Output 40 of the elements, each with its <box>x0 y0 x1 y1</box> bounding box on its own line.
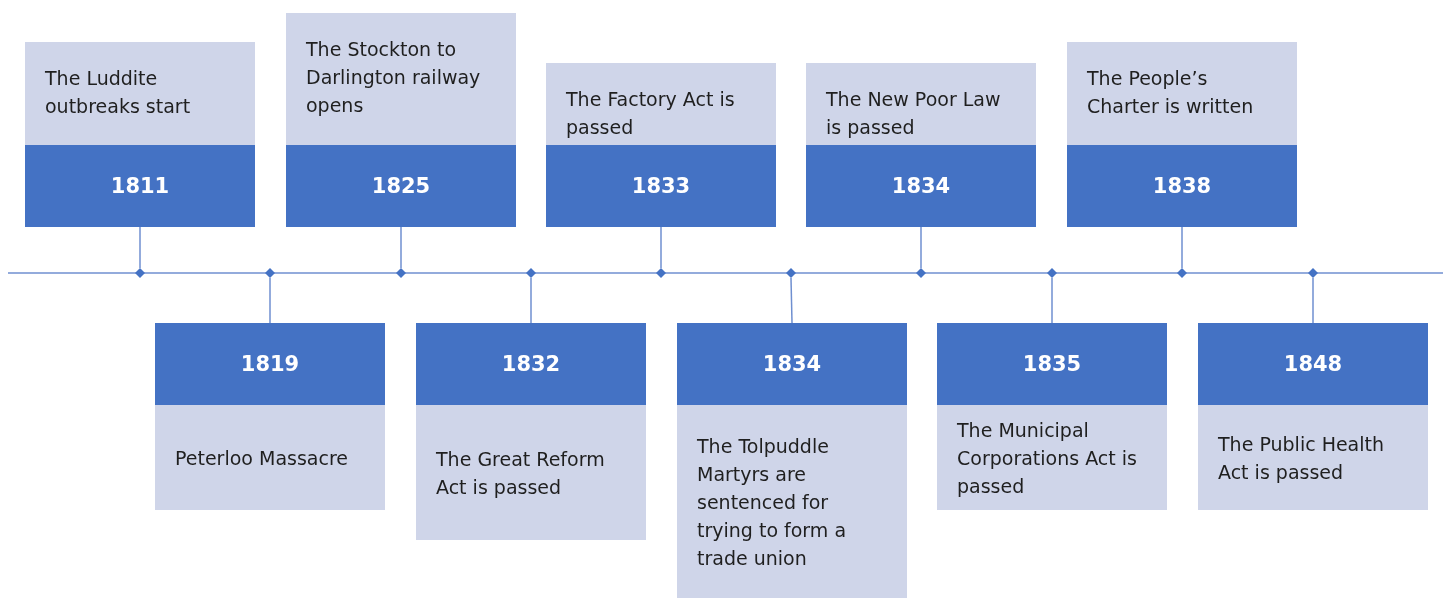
connector-line <box>139 226 141 269</box>
year-label: 1825 <box>286 145 516 227</box>
timeline-marker <box>135 268 145 278</box>
connector-line <box>920 226 922 269</box>
timeline-marker <box>1047 268 1057 278</box>
event-description: The New Poor Law is passed <box>806 63 1036 145</box>
timeline-marker <box>1308 268 1318 278</box>
connector-line <box>1051 277 1053 324</box>
year-label: 1819 <box>155 323 385 405</box>
timeline-marker <box>526 268 536 278</box>
timeline-marker <box>656 268 666 278</box>
year-label: 1838 <box>1067 145 1297 227</box>
event-description: Peterloo Massacre <box>155 405 385 510</box>
connector-line <box>400 226 402 269</box>
year-label: 1834 <box>677 323 907 405</box>
connector-line <box>1312 277 1314 324</box>
year-label: 1835 <box>937 323 1167 405</box>
event-description: The Municipal Corporations Act is passed <box>937 405 1167 510</box>
timeline-marker <box>1177 268 1187 278</box>
event-description: The Public Health Act is passed <box>1198 405 1428 510</box>
timeline-marker <box>265 268 275 278</box>
connector-line <box>1181 226 1183 269</box>
event-description: The Tolpuddle Martyrs are sentenced for trying to form a trade union <box>677 405 907 598</box>
connector-line <box>660 226 662 269</box>
timeline-marker <box>916 268 926 278</box>
connector-line <box>790 277 793 324</box>
year-label: 1848 <box>1198 323 1428 405</box>
event-description: The People’s Charter is written <box>1067 42 1297 145</box>
timeline-marker <box>396 268 406 278</box>
connector-line <box>530 277 532 324</box>
year-label: 1833 <box>546 145 776 227</box>
event-description: The Factory Act is passed <box>546 63 776 145</box>
event-description: The Luddite outbreaks start <box>25 42 255 145</box>
year-label: 1832 <box>416 323 646 405</box>
event-description: The Great Reform Act is passed <box>416 405 646 540</box>
year-label: 1834 <box>806 145 1036 227</box>
timeline-marker <box>786 268 796 278</box>
year-label: 1811 <box>25 145 255 227</box>
event-description: The Stockton to Darlington railway opens <box>286 13 516 145</box>
connector-line <box>269 277 271 324</box>
